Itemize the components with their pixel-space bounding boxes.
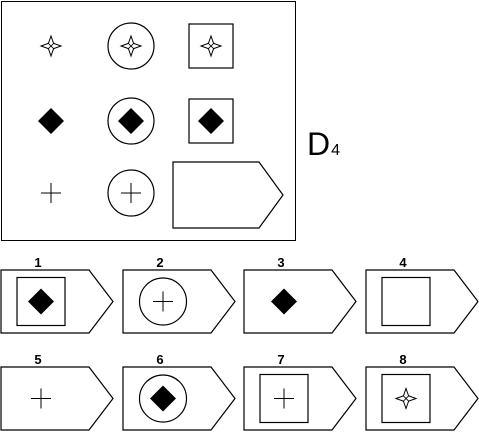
- circle-frame-icon: [107, 169, 155, 217]
- option-number-3: 3: [277, 255, 285, 270]
- matrix-cell-r3-c2: [107, 169, 155, 217]
- option-number-4: 4: [399, 255, 407, 270]
- matrix-cell-r2-c2: [107, 97, 155, 145]
- option-pentagon-frame: [243, 366, 357, 431]
- answer-option-8[interactable]: [365, 366, 479, 433]
- matrix-cell-r3-c1: [41, 183, 61, 203]
- matrix-cell-r1-c2: [107, 22, 155, 70]
- puzzle-label: D4: [307, 128, 340, 160]
- matrix-cell-r1-c3: [188, 23, 234, 69]
- option-number-2: 2: [156, 255, 164, 270]
- square-frame-icon: [259, 373, 309, 424]
- matrix-cell-r2-c1: [38, 108, 64, 134]
- square-frame-icon: [188, 23, 234, 69]
- matrix-cell-r3-c3: [172, 161, 284, 229]
- answer-option-5[interactable]: [0, 366, 116, 433]
- option-number-5: 5: [34, 352, 42, 367]
- option-number-6: 6: [156, 352, 164, 367]
- option-pentagon-frame: [122, 269, 236, 334]
- puzzle-label-sub: 4: [331, 142, 341, 159]
- answer-option-6[interactable]: [122, 366, 238, 433]
- matrix-cell-r1-c1: [39, 34, 63, 58]
- square-frame-icon: [16, 276, 66, 327]
- circle-frame-icon: [138, 374, 188, 423]
- option-number-1: 1: [34, 255, 42, 270]
- missing-answer-slot: [172, 161, 284, 229]
- option-pentagon-frame: [0, 269, 114, 334]
- filled-diamond-icon: [271, 288, 297, 315]
- matrix-cell-r2-c3: [188, 98, 234, 144]
- option-pentagon-frame: [0, 366, 114, 431]
- answer-option-7[interactable]: [243, 366, 359, 433]
- star-inner-line: [127, 42, 135, 50]
- square-frame-icon: [381, 276, 431, 327]
- matrix-grid: [38, 22, 284, 229]
- answer-option-2[interactable]: [122, 269, 238, 336]
- filled-diamond-icon: [118, 108, 144, 134]
- option-pentagon-frame: [122, 366, 236, 431]
- filled-diamond-icon: [28, 288, 54, 315]
- circle-frame-icon: [107, 97, 155, 145]
- square-frame-icon: [381, 373, 431, 424]
- answer-option-4[interactable]: [365, 269, 479, 336]
- filled-diamond-icon: [150, 385, 176, 412]
- option-number-7: 7: [277, 352, 285, 367]
- matrix-frame: [1, 1, 296, 241]
- option-number-8: 8: [399, 352, 407, 367]
- circle-frame-icon: [138, 277, 188, 326]
- puzzle-label-main: D: [307, 126, 331, 162]
- answer-option-3[interactable]: [243, 269, 359, 336]
- answer-option-1[interactable]: [0, 269, 116, 336]
- star-inner-line: [207, 42, 215, 50]
- circle-frame-icon: [107, 22, 155, 70]
- filled-diamond-icon: [38, 108, 64, 134]
- square-frame-icon: [188, 98, 234, 144]
- option-pentagon-frame: [365, 366, 479, 431]
- option-pentagon-frame: [365, 269, 479, 334]
- star-inner-line: [402, 395, 410, 402]
- star-inner-line: [47, 42, 55, 50]
- option-pentagon-frame: [243, 269, 357, 334]
- filled-diamond-icon: [198, 108, 224, 134]
